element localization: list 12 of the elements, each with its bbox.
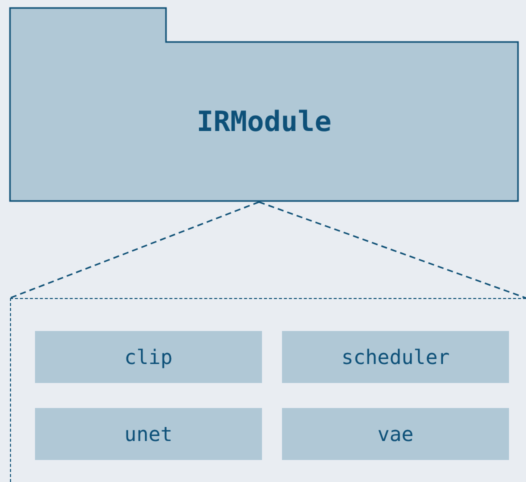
module-box bbox=[35, 331, 262, 383]
package-title: IRModule bbox=[196, 105, 332, 138]
zoom-line bbox=[10, 201, 260, 299]
module-name: vae bbox=[377, 422, 414, 446]
dashed-container bbox=[10, 298, 526, 482]
module-name: clip bbox=[124, 345, 173, 369]
zoom-line bbox=[258, 201, 526, 299]
module-box bbox=[282, 331, 509, 383]
module-box bbox=[35, 408, 262, 460]
module-name: scheduler bbox=[341, 345, 450, 369]
module-name: unet bbox=[124, 422, 173, 446]
module-box bbox=[282, 408, 509, 460]
